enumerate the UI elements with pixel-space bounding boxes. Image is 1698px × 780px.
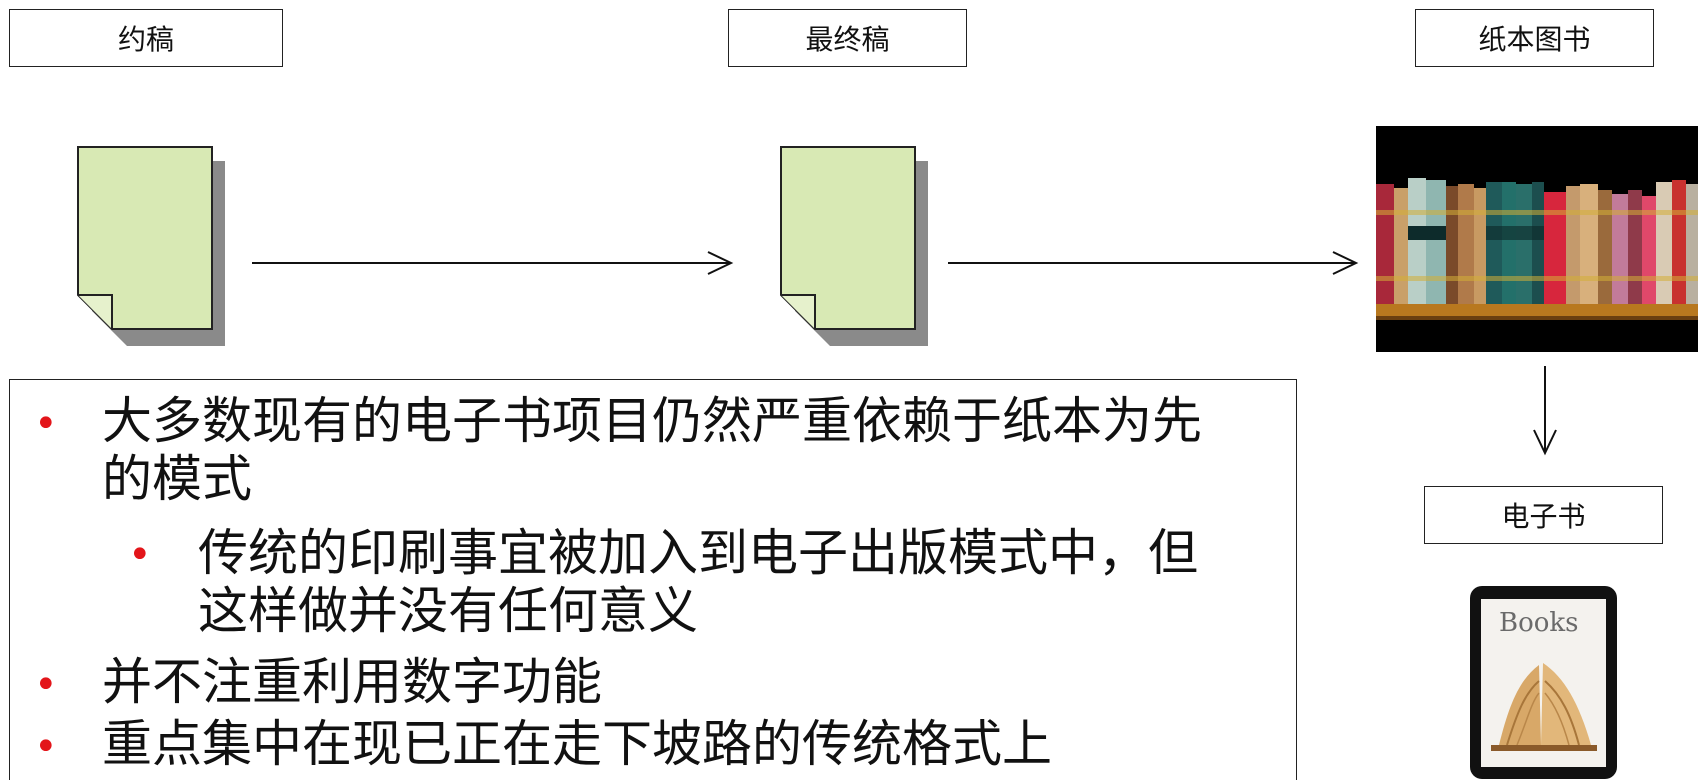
ebook-stage-label: 电子书	[1424, 486, 1663, 544]
draft-document-icon	[77, 146, 225, 346]
sub-bullet-marker: •	[128, 532, 152, 578]
bullet-text-panel: • 大多数现有的电子书项目仍然严重依赖于纸本为先 的模式 • 传统的印刷事宜被加…	[9, 379, 1297, 780]
tablet-screen-title: Books	[1499, 608, 1579, 638]
bullet-1-line-2: 的模式	[102, 450, 252, 508]
ebook-stage-text: 电子书	[1501, 500, 1586, 533]
bullet-1-line-1: 大多数现有的电子书项目仍然严重依赖于纸本为先	[102, 392, 1202, 450]
bullet-marker: •	[34, 724, 58, 770]
final-stage-label: 最终稿	[728, 9, 967, 67]
bullet-marker: •	[34, 662, 58, 708]
bullet-1-text: 大多数现有的电子书项目仍然严重依赖于纸本为先 的模式	[102, 392, 1282, 508]
final-document-icon	[780, 146, 928, 346]
print-stage-text: 纸本图书	[1478, 23, 1591, 56]
arrow-draft-to-final	[252, 251, 734, 275]
arrow-print-to-ebook	[1533, 366, 1557, 456]
draft-stage-label: 约稿	[9, 9, 283, 67]
bullet-marker: •	[34, 401, 58, 447]
draft-stage-text: 约稿	[117, 23, 174, 56]
sub-bullet-1-line-2: 这样做并没有任何意义	[198, 582, 698, 640]
tablet-ebook-icon: Books	[1470, 586, 1617, 779]
bullet-3-text: 重点集中在现已正在走下坡路的传统格式上	[102, 715, 1052, 773]
sub-bullet-1-text: 传统的印刷事宜被加入到电子出版模式中，但 这样做并没有任何意义	[198, 524, 1278, 640]
arrow-final-to-print	[948, 251, 1359, 275]
bullet-2-text: 并不注重利用数字功能	[102, 653, 602, 711]
print-stage-label: 纸本图书	[1415, 9, 1654, 67]
final-stage-text: 最终稿	[805, 23, 890, 56]
sub-bullet-1-line-1: 传统的印刷事宜被加入到电子出版模式中，但	[198, 524, 1198, 582]
bookshelf-photo	[1376, 126, 1698, 352]
